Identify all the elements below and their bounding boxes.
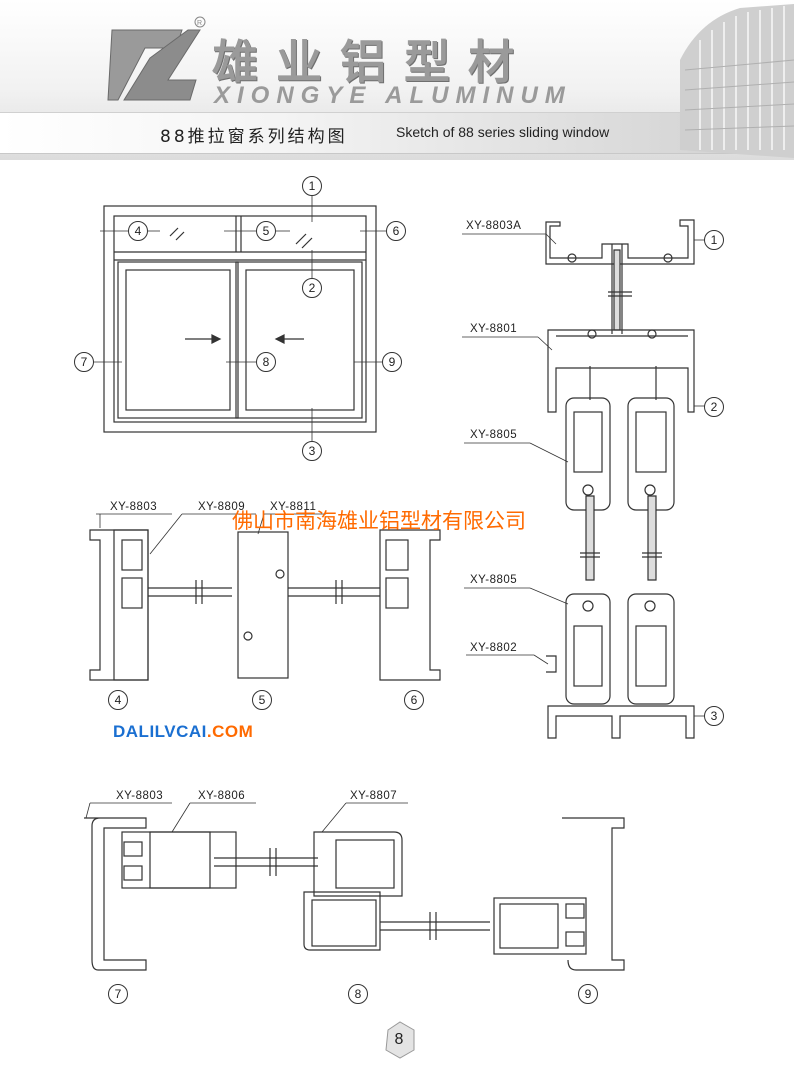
section-marker-5: 5 — [252, 690, 272, 710]
brand-name-cn: 雄业铝型材 — [212, 35, 532, 89]
callout-1: 1 — [302, 176, 322, 196]
section-marker-9: 9 — [578, 984, 598, 1004]
page-number-badge — [385, 1021, 415, 1059]
callout-4: 4 — [128, 221, 148, 241]
profile-label-8803-mid: XY-8803 — [110, 501, 158, 513]
profile-label-8809: XY-8809 — [198, 501, 246, 513]
profile-label-8805-lower: XY-8805 — [470, 574, 518, 586]
profile-label-8802: XY-8802 — [470, 642, 518, 654]
callout-9: 9 — [382, 352, 402, 372]
section-marker-3: 3 — [704, 706, 724, 726]
page-title-en: Sketch of 88 series sliding window — [396, 124, 610, 140]
brand-name-en: XIONGYE ALUMINUM — [214, 82, 572, 109]
title-bar — [0, 112, 794, 154]
svg-text:R: R — [197, 20, 202, 27]
website-domain-part: DALILVCAI — [113, 722, 207, 741]
section-marker-6: 6 — [404, 690, 424, 710]
profile-label-8805-upper: XY-8805 — [470, 429, 518, 441]
callout-5: 5 — [256, 221, 276, 241]
profile-label-8811: XY-8811 — [270, 501, 317, 513]
section-marker-1: 1 — [704, 230, 724, 250]
section-marker-4: 4 — [108, 690, 128, 710]
vertical-section-diagram — [462, 219, 706, 739]
profile-label-8801: XY-8801 — [470, 323, 518, 335]
profile-label-8803-bottom: XY-8803 — [116, 790, 164, 802]
company-name-watermark: 佛山市南海雄业铝型材有限公司 — [232, 509, 526, 533]
page-title-cn: 88推拉窗系列结构图 — [160, 127, 348, 147]
section-marker-7: 7 — [108, 984, 128, 1004]
profile-label-8807: XY-8807 — [350, 790, 398, 802]
callout-3: 3 — [302, 441, 322, 461]
page-number: 8 — [394, 1031, 404, 1048]
horizontal-section-meeting — [84, 802, 625, 971]
callout-6: 6 — [386, 221, 406, 241]
callout-7: 7 — [74, 352, 94, 372]
section-marker-8: 8 — [348, 984, 368, 1004]
company-logo-icon: R — [107, 16, 206, 101]
profile-label-8803a: XY-8803A — [466, 220, 522, 232]
profile-label-8806: XY-8806 — [198, 790, 246, 802]
horizontal-section-head — [89, 513, 441, 681]
callout-8: 8 — [256, 352, 276, 372]
website-tld-part: .COM — [206, 722, 254, 741]
website-link[interactable]: DALILVCAI.COM — [113, 722, 253, 742]
callout-2: 2 — [302, 278, 322, 298]
window-elevation-diagram — [92, 194, 386, 444]
building-icon — [680, 4, 794, 158]
section-marker-2: 2 — [704, 397, 724, 417]
